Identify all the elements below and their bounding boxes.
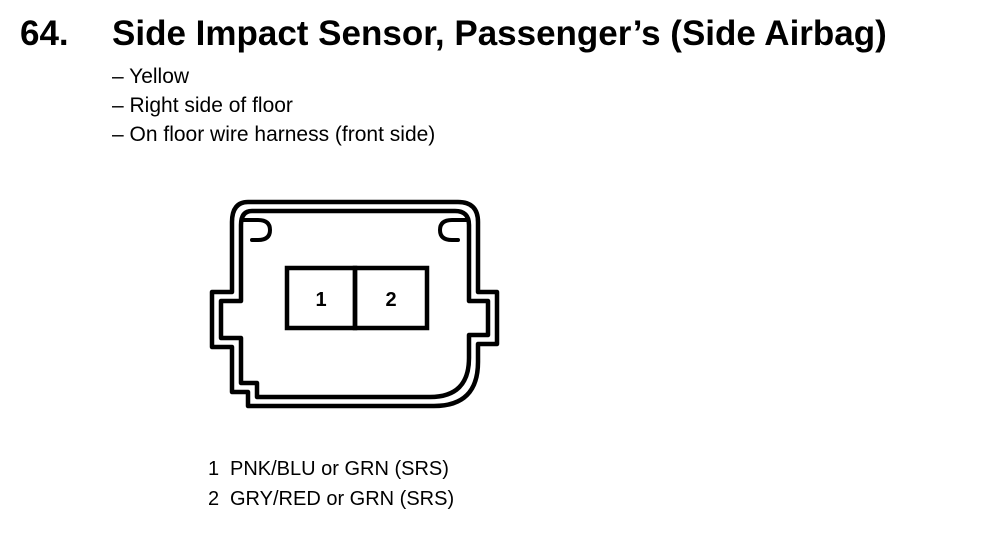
detail-color: – Yellow [112,65,190,88]
latch-hook-left [241,218,273,242]
pin-row: 1 PNK/BLU or GRN (SRS) [208,454,454,484]
detail-location: – Right side of floor [112,94,293,117]
pin-number: 1 [208,458,220,480]
latch-hook-right [437,218,469,242]
pin-wire: PNK/BLU or GRN (SRS) [230,458,449,480]
detail-harness: – On floor wire harness (front side) [112,123,436,146]
page-title: 64. Side Impact Sensor, Passenger’s (Sid… [0,10,1008,58]
terminal-label-1: 1 [315,289,326,311]
connector-housing-outer [209,199,500,409]
item-title: Side Impact Sensor, Passenger’s (Side Ai… [112,14,887,53]
terminal-cavity-2 [352,265,430,331]
terminal-label-2: 2 [385,289,396,311]
pin-wire: GRY/RED or GRN (SRS) [230,488,455,510]
pin-number: 2 [208,488,220,510]
connector-details: – Yellow – Right side of floor – On floo… [112,62,435,149]
pin-legend: 1 PNK/BLU or GRN (SRS) 2 GRY/RED or GRN (S… [208,454,454,514]
connector-diagram: 1 2 [209,199,500,409]
item-number: 64. [20,14,69,53]
pin-row: 2 GRY/RED or GRN (SRS) [208,484,454,514]
